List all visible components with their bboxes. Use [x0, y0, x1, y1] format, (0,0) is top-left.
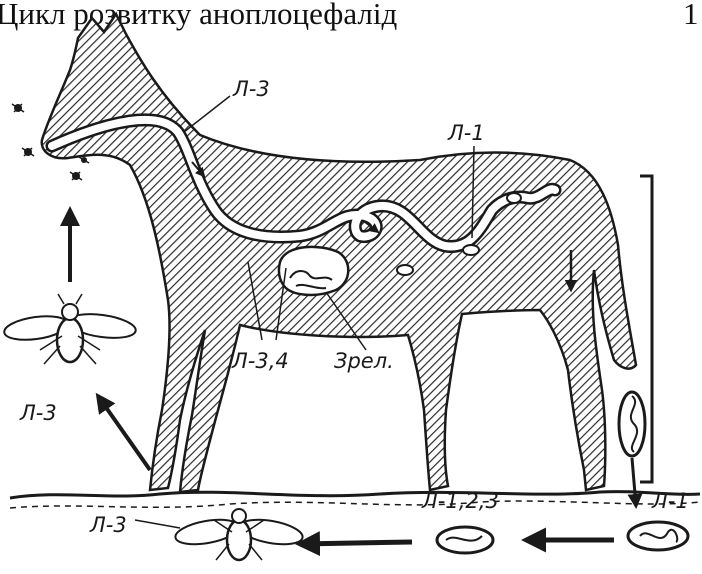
label-l3-mouth: Л-3	[232, 77, 270, 101]
fly-flying	[3, 294, 137, 364]
label-l3-4-stomach: Л-3,4	[231, 349, 289, 373]
egg-l123-ground	[437, 527, 493, 553]
stomach	[279, 247, 348, 295]
fly-on-ground	[174, 509, 305, 560]
label-l1-intestine: Л-1	[447, 121, 485, 145]
label-mature: Зрел.	[334, 349, 394, 373]
pointer-l3-fly-ground	[135, 520, 180, 528]
label-l1-egg: Л-1	[651, 489, 689, 513]
egg-l1-ground	[628, 522, 688, 550]
larva-in-intestine-3	[397, 265, 413, 275]
label-l3-fly-ground: Л-3	[89, 513, 127, 537]
larva-in-intestine-2	[507, 193, 521, 203]
ground	[10, 492, 700, 508]
arrow-ground-to-fly	[98, 396, 150, 470]
label-l3-fly: Л-3	[19, 401, 57, 425]
larva-in-intestine-1	[463, 245, 479, 255]
label-l123-egg: Л-1,2,3	[421, 489, 499, 513]
arrow-l123-to-fly	[300, 542, 412, 544]
pointer-l3-mouth	[184, 96, 230, 132]
arrow-egg-down	[632, 458, 636, 506]
